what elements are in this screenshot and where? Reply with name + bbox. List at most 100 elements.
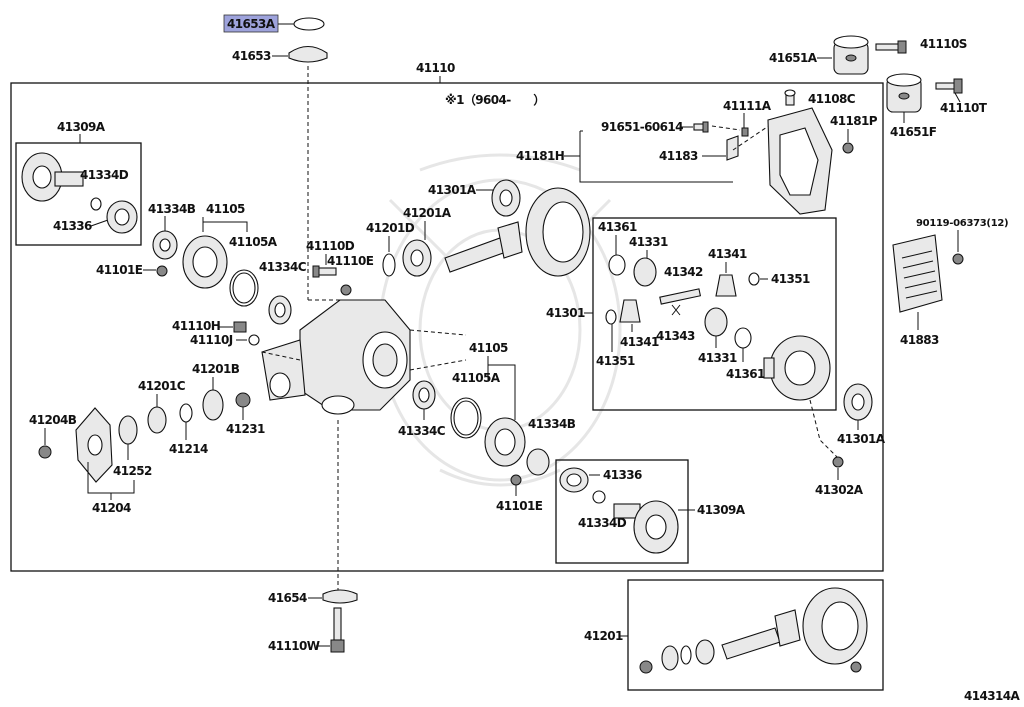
drive-pinion-kit[interactable]: [721, 609, 801, 660]
nut-41110E[interactable]: [340, 284, 352, 296]
label-41334D-left[interactable]: 41334D: [80, 168, 129, 182]
label-41336-right[interactable]: 41336: [603, 468, 643, 482]
spacer-41201D[interactable]: [382, 253, 396, 277]
label-41201D[interactable]: 41201D: [366, 221, 415, 235]
label-41331-top[interactable]: 41331: [629, 235, 669, 249]
label-90119-06373[interactable]: 90119-06373(12): [916, 218, 1009, 229]
label-41110D[interactable]: 41110D: [306, 239, 355, 253]
bearing-41201A[interactable]: [402, 239, 432, 277]
mount-cushion-41654[interactable]: [322, 589, 358, 604]
label-41654[interactable]: 41654: [268, 591, 308, 605]
washer-41351-right[interactable]: [748, 272, 760, 286]
label-41334D-right[interactable]: 41334D: [578, 516, 627, 530]
spacer-pinion-kit[interactable]: [680, 645, 692, 665]
bearing-pinion-kit-2[interactable]: [695, 639, 715, 665]
pin-41343[interactable]: [671, 304, 681, 316]
label-41342[interactable]: 41342: [664, 265, 704, 279]
bolt-41302A[interactable]: [832, 456, 844, 468]
side-bearing-41301A-right[interactable]: [843, 383, 873, 421]
mount-bushing-41651F[interactable]: [886, 73, 922, 113]
label-91651-60614[interactable]: 91651-60614: [601, 120, 684, 134]
mount-bushing-41651A[interactable]: [833, 35, 869, 75]
ring-gear[interactable]: [525, 187, 591, 277]
side-gear-41331-bottom[interactable]: [704, 307, 728, 337]
nut-pinion-kit[interactable]: [639, 660, 653, 674]
mount-cushion-part[interactable]: [288, 45, 328, 63]
label-41336-left[interactable]: 41336: [53, 219, 93, 233]
rear-cover-41181H[interactable]: [767, 107, 833, 215]
bearing-pinion-kit-1[interactable]: [661, 645, 679, 671]
label-41101E-left[interactable]: 41101E: [96, 263, 143, 277]
companion-flange-right[interactable]: [613, 500, 679, 554]
label-41183[interactable]: 41183: [659, 149, 699, 163]
bolt-41101E-left[interactable]: [156, 265, 168, 277]
companion-flange-41204[interactable]: [75, 407, 113, 483]
label-41351-left[interactable]: 41351: [596, 354, 636, 368]
pinion-gear-41341-left[interactable]: [619, 299, 641, 323]
bearing-retainer-41105-center[interactable]: [484, 417, 526, 467]
ring-gear-kit[interactable]: [802, 587, 868, 665]
breather-plug-41108C[interactable]: [784, 89, 796, 106]
label-41201C[interactable]: 41201C: [138, 379, 186, 393]
label-41301A-top[interactable]: 41301A: [428, 183, 477, 197]
label-41361-top[interactable]: 41361: [598, 220, 638, 234]
thrust-washer-41361-top[interactable]: [608, 254, 626, 276]
oil-seal-41252[interactable]: [118, 415, 138, 445]
plug-41110H[interactable]: [233, 321, 247, 333]
label-41105A-center[interactable]: 41105A: [452, 371, 501, 385]
label-41110S[interactable]: 41110S: [920, 37, 967, 51]
label-41231[interactable]: 41231: [226, 422, 266, 436]
label-41334C-left[interactable]: 41334C: [259, 260, 307, 274]
label-41361-bottom[interactable]: 41361: [726, 367, 766, 381]
label-41651F[interactable]: 41651F: [890, 125, 937, 139]
label-41110E[interactable]: 41110E: [327, 254, 374, 268]
bolt-90119-06373[interactable]: [952, 253, 964, 265]
label-41252[interactable]: 41252: [113, 464, 153, 478]
label-41110T[interactable]: 41110T: [940, 101, 988, 115]
label-41331-bottom[interactable]: 41331: [698, 351, 738, 365]
spacer-41214[interactable]: [179, 403, 193, 423]
gasket-41110J[interactable]: [248, 334, 260, 346]
label-41351-right[interactable]: 41351: [771, 272, 811, 286]
drive-pinion-gear[interactable]: [444, 221, 523, 273]
bolt-91651-60614[interactable]: [693, 121, 709, 133]
insulator-washer-part[interactable]: [293, 17, 325, 31]
label-41110[interactable]: 41110: [416, 61, 456, 75]
label-41110W[interactable]: 41110W: [268, 639, 320, 653]
label-41204B[interactable]: 41204B: [29, 413, 77, 427]
label-41214[interactable]: 41214: [169, 442, 209, 456]
label-41105A-left[interactable]: 41105A: [229, 235, 278, 249]
breather-41111A[interactable]: [741, 127, 749, 137]
bearing-41201C[interactable]: [147, 406, 167, 434]
differential-carrier-housing[interactable]: [261, 299, 411, 415]
label-41201B[interactable]: 41201B: [192, 362, 240, 376]
nut-41204B[interactable]: [38, 445, 52, 459]
nut-41231[interactable]: [235, 392, 251, 408]
differential-case[interactable]: [763, 335, 831, 401]
stud-bolt-41110D[interactable]: [312, 265, 337, 278]
washer-41351-left[interactable]: [605, 309, 617, 325]
side-gear-41331-top[interactable]: [633, 257, 657, 287]
plug-41181P[interactable]: [842, 142, 854, 154]
label-41105-center[interactable]: 41105: [469, 341, 509, 355]
bolt-41101E-center[interactable]: [510, 474, 522, 486]
label-41110J[interactable]: 41110J: [190, 333, 233, 347]
bolt-41110W[interactable]: [330, 607, 345, 653]
label-41111A[interactable]: 41111A: [723, 99, 772, 113]
label-41309A-right[interactable]: 41309A: [697, 503, 746, 517]
ring-gear-bolt-kit[interactable]: [850, 661, 862, 673]
label-41101E-center[interactable]: 41101E: [496, 499, 543, 513]
label-41301A-right[interactable]: 41301A: [837, 432, 886, 446]
label-41301[interactable]: 41301: [546, 306, 586, 320]
label-41334B-center[interactable]: 41334B: [528, 417, 576, 431]
label-41334B-left[interactable]: 41334B: [148, 202, 196, 216]
cover-plate-41883[interactable]: [892, 234, 943, 313]
label-41204[interactable]: 41204: [92, 501, 132, 515]
pinion-shaft-41342[interactable]: [659, 288, 702, 305]
bolt-41110S[interactable]: [875, 40, 907, 54]
label-41653[interactable]: 41653: [232, 49, 272, 63]
bolt-41110T[interactable]: [935, 78, 963, 94]
oil-seal-41334B-center[interactable]: [526, 448, 550, 476]
washer-41334D-left[interactable]: [90, 197, 102, 211]
label-41341-top[interactable]: 41341: [708, 247, 748, 261]
